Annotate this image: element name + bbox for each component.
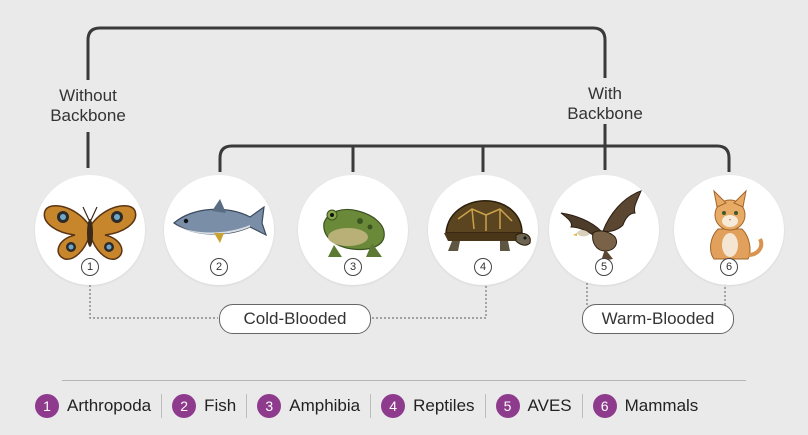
legend-number-badge: 1 <box>35 394 59 418</box>
animal-number-badge: 2 <box>210 258 228 276</box>
animal-circle-fish: 2 <box>164 175 274 285</box>
legend-label: AVES <box>527 396 572 415</box>
without-backbone-line1: Without <box>59 86 117 105</box>
legend-item-reptiles: 4 Reptiles <box>370 394 484 418</box>
legend-label: Amphibia <box>289 396 361 415</box>
cat-icon <box>710 189 764 260</box>
animal-circle-reptiles: 4 <box>428 175 538 285</box>
with-backbone-line1: With <box>588 84 622 103</box>
animal-number-badge: 4 <box>474 258 492 276</box>
warm-blooded-pill: Warm-Blooded <box>582 304 734 334</box>
legend-divider <box>62 380 746 381</box>
warm-blooded-bracket <box>586 283 726 305</box>
without-backbone-label: Without Backbone <box>38 86 138 126</box>
animal-number-badge: 1 <box>81 258 99 276</box>
legend-item-arthropoda: 1 Arthropoda <box>35 394 161 418</box>
animal-circle-aves: 5 <box>549 175 659 285</box>
legend-item-mammals: 6 Mammals <box>581 394 709 418</box>
animal-number-badge: 6 <box>720 258 738 276</box>
animal-number-badge: 5 <box>595 258 613 276</box>
legend-number-badge: 6 <box>592 394 617 418</box>
legend: 1 Arthropoda 2 Fish 3 Amphibia 4 Reptile… <box>35 392 708 420</box>
butterfly-icon <box>43 205 137 260</box>
without-backbone-line2: Backbone <box>50 106 126 125</box>
animal-circle-amphibia: 3 <box>298 175 408 285</box>
animal-circle-arthropoda: 1 <box>35 175 145 285</box>
animal-number-badge: 3 <box>344 258 362 276</box>
frog-icon <box>323 208 385 257</box>
turtle-icon <box>444 200 531 251</box>
cold-blooded-bracket <box>89 285 487 319</box>
legend-label: Reptiles <box>413 396 475 415</box>
eagle-icon <box>560 190 642 261</box>
cold-blooded-pill: Cold-Blooded <box>219 304 371 334</box>
with-backbone-line2: Backbone <box>567 104 643 123</box>
legend-item-aves: 5 AVES <box>484 394 582 418</box>
vertebrate-bracket-line <box>218 144 731 172</box>
fish-icon <box>173 199 268 243</box>
legend-label: Arthropoda <box>67 396 152 415</box>
legend-number-badge: 2 <box>172 394 197 418</box>
animal-circle-mammals: 6 <box>674 175 784 285</box>
with-backbone-label: With Backbone <box>555 84 655 124</box>
top-bracket-line <box>86 26 607 80</box>
legend-label: Fish <box>204 396 237 415</box>
legend-item-amphibia: 3 Amphibia <box>246 394 370 418</box>
legend-number-badge: 5 <box>495 394 520 418</box>
legend-number-badge: 4 <box>381 394 406 418</box>
legend-item-fish: 2 Fish <box>161 394 246 418</box>
legend-label: Mammals <box>624 396 699 415</box>
legend-number-badge: 3 <box>257 394 282 418</box>
